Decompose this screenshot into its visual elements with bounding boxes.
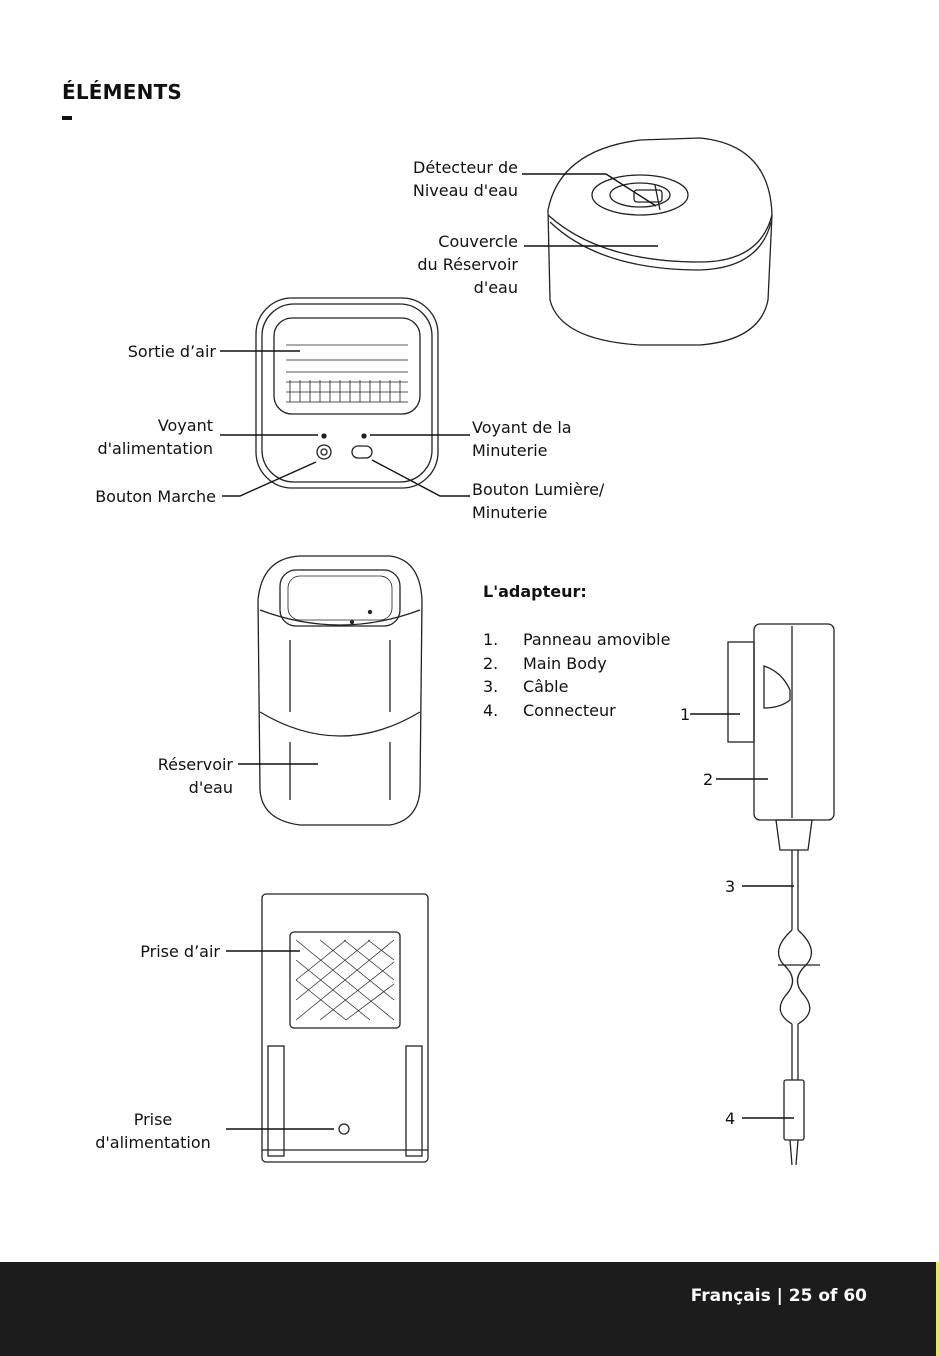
- label-air-inlet: Prise d’air: [140, 942, 220, 961]
- product-diagram: [220, 137, 835, 1166]
- adapter-heading: L'adapteur:: [483, 582, 587, 601]
- tank-lid-illustration: [547, 137, 773, 346]
- label-tank-lid: Couvercle du Réservoir d'eau: [417, 232, 518, 297]
- label-timer-indicator: Voyant de la Minuterie: [472, 418, 572, 460]
- adapter-callout-1: 1: [680, 705, 691, 724]
- footer-accent-bar: [936, 1262, 939, 1356]
- adapter-callout-3: 3: [725, 877, 736, 896]
- list-item: 1.Panneau amovible: [483, 630, 671, 649]
- adapter-callout-2: 2: [703, 770, 714, 789]
- page-title: ÉLÉMENTS: [62, 80, 183, 104]
- back-view-illustration: [261, 893, 429, 1163]
- page-footer: Français | 25 of 60: [0, 1262, 939, 1356]
- unit-with-tank-illustration: [257, 555, 423, 826]
- label-power-button: Bouton Marche: [95, 487, 216, 506]
- adapter-parts-list: 1.Panneau amovible 2.Main Body 3.Câble 4…: [483, 628, 670, 722]
- list-item: 4.Connecteur: [483, 700, 616, 720]
- label-power-indicator: Voyant d'alimentation: [97, 416, 213, 458]
- list-item: 3.Câble: [483, 677, 569, 696]
- footer-page-number: Français | 25 of 60: [690, 1286, 867, 1306]
- label-light-timer-button: Bouton Lumière/ Minuterie: [472, 480, 605, 522]
- title-underline: [62, 116, 72, 120]
- label-power-socket: Prise d'alimentation: [95, 1110, 211, 1152]
- label-water-level-sensor: Détecteur de Niveau d'eau: [412, 158, 518, 200]
- callout-lines: [220, 173, 794, 1130]
- label-air-outlet: Sortie d’air: [127, 342, 216, 361]
- adapter-callout-4: 4: [725, 1109, 736, 1128]
- adapter-illustration: [727, 623, 835, 1166]
- control-panel-illustration: [255, 297, 439, 489]
- list-item: 2.Main Body: [483, 653, 607, 673]
- label-water-tank: Réservoir d'eau: [157, 755, 233, 797]
